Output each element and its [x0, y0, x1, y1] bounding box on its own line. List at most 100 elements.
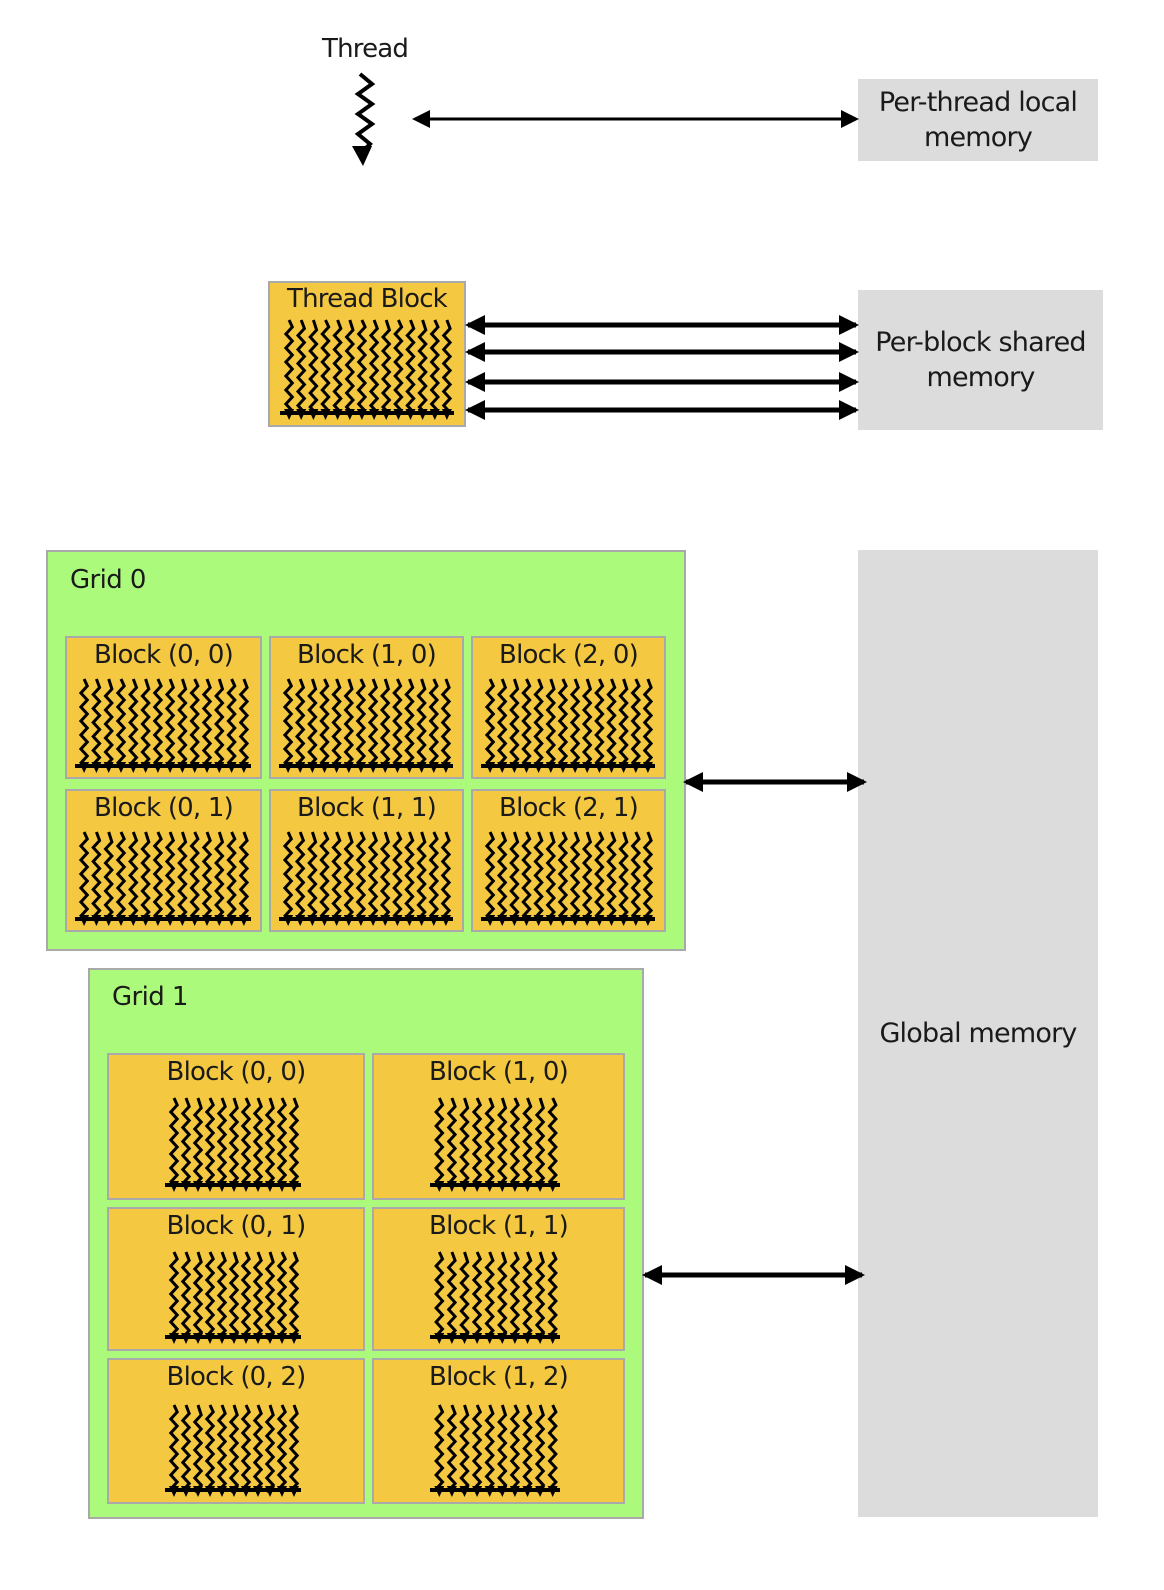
- thread-wave: [509, 678, 520, 768]
- thread-wave: [331, 678, 342, 766]
- thread-wave: [355, 678, 367, 765]
- thread-wave: [497, 1251, 508, 1341]
- grid-0-block: Block (0, 0): [65, 636, 262, 779]
- thread-wave: [252, 1097, 264, 1185]
- thread-wave: [307, 678, 318, 768]
- thread-wave: [594, 831, 605, 918]
- thread-wave: [282, 831, 294, 918]
- thread-wave: [252, 1404, 264, 1492]
- threads-icon: [75, 678, 251, 773]
- thread-wave: [618, 678, 629, 768]
- grid-0-block: Block (2, 0): [471, 636, 666, 779]
- thread-base: [75, 764, 251, 768]
- thread-wave: [152, 678, 164, 765]
- thread-wave: [459, 1404, 470, 1494]
- thread-wave: [216, 1097, 228, 1185]
- thread-wave: [569, 678, 581, 766]
- thread-wave: [264, 1404, 276, 1494]
- thread-wave: [459, 1251, 470, 1341]
- thread-wave: [164, 831, 176, 919]
- thread-base: [481, 764, 655, 768]
- local-memory-line2: memory: [923, 122, 1033, 153]
- thread-wave: [380, 319, 392, 416]
- threads-icon: [430, 1097, 560, 1192]
- grid-0-block: Block (1, 1): [269, 789, 464, 932]
- thread-wave: [91, 831, 102, 919]
- thread-wave: [484, 678, 496, 765]
- threads-icon: [481, 678, 655, 773]
- thread-wave: [440, 678, 452, 766]
- threads-icon: [279, 831, 453, 926]
- thread-label: Thread: [322, 34, 409, 64]
- thread-wave: [416, 831, 427, 921]
- thread-wave: [168, 1251, 180, 1338]
- block-label: Block (1, 1): [297, 793, 437, 823]
- thread-wave: [189, 678, 200, 765]
- thread-wave: [331, 831, 342, 919]
- thread-wave: [192, 1251, 204, 1341]
- threads-icon: [280, 319, 454, 420]
- thread-wave: [240, 1251, 252, 1338]
- thread-wave: [471, 1251, 483, 1338]
- grid-0-block: Block (1, 0): [269, 636, 464, 779]
- thread-wave: [344, 319, 356, 416]
- grid-1-block: Block (1, 2): [372, 1358, 625, 1504]
- block-label: Block (1, 1): [429, 1211, 569, 1241]
- thread-wave: [189, 831, 200, 918]
- thread-wave: [533, 678, 544, 766]
- thread-wave: [367, 678, 379, 766]
- thread-wave: [471, 1097, 483, 1184]
- thread-block: Thread Block: [268, 281, 466, 427]
- thread-wave: [295, 319, 307, 414]
- thread-wave: [204, 1097, 216, 1184]
- thread-wave: [440, 831, 452, 919]
- thread-wave: [238, 678, 250, 766]
- thread-wave: [581, 678, 593, 768]
- thread-wave: [484, 831, 496, 918]
- thread-wave: [214, 678, 225, 768]
- thread-wave: [276, 1251, 288, 1338]
- thread-wave: [630, 831, 642, 918]
- thread-wave: [252, 1251, 264, 1339]
- thread-wave: [368, 319, 380, 414]
- thread-wave: [547, 1251, 558, 1338]
- thread-wave: [103, 831, 114, 921]
- thread-base: [165, 1488, 301, 1492]
- thread-wave: [642, 678, 654, 766]
- thread-wave: [356, 319, 368, 413]
- block-label: Block (1, 0): [297, 640, 437, 670]
- thread-wave: [128, 678, 139, 766]
- thread-wave: [91, 678, 102, 766]
- block-label: Block (0, 1): [166, 1211, 307, 1241]
- thread-wave: [379, 678, 391, 768]
- block-label: Block (0, 0): [166, 1057, 307, 1087]
- thread-wave: [434, 1097, 445, 1184]
- thread-wave: [509, 1097, 521, 1184]
- thread-wave: [569, 831, 581, 919]
- thread-wave: [630, 678, 642, 765]
- thread-wave: [228, 1251, 240, 1341]
- thread-wave: [404, 831, 415, 919]
- shared-memory-line2: memory: [926, 362, 1035, 393]
- thread-wave: [547, 1097, 558, 1184]
- thread-wave: [164, 678, 176, 766]
- thread-wave: [180, 1404, 192, 1492]
- grid-1-block: Block (0, 2): [107, 1358, 365, 1504]
- thread-wave: [497, 1097, 508, 1187]
- thread-wave: [547, 1404, 558, 1491]
- thread-wave: [168, 1404, 180, 1491]
- grid-1-title: Grid 1: [112, 982, 188, 1012]
- thread-wave: [228, 1404, 240, 1494]
- threads-icon: [75, 831, 251, 926]
- thread-wave: [441, 319, 453, 414]
- thread-wave: [393, 319, 404, 413]
- thread-wave: [533, 831, 544, 919]
- thread-wave: [509, 1251, 521, 1338]
- thread-block-label: Thread Block: [287, 284, 448, 314]
- thread-wave: [201, 831, 213, 919]
- thread-wave: [496, 831, 508, 919]
- grid-1-block: Block (1, 1): [372, 1207, 625, 1351]
- thread-wave: [594, 678, 605, 765]
- thread-base: [165, 1335, 301, 1339]
